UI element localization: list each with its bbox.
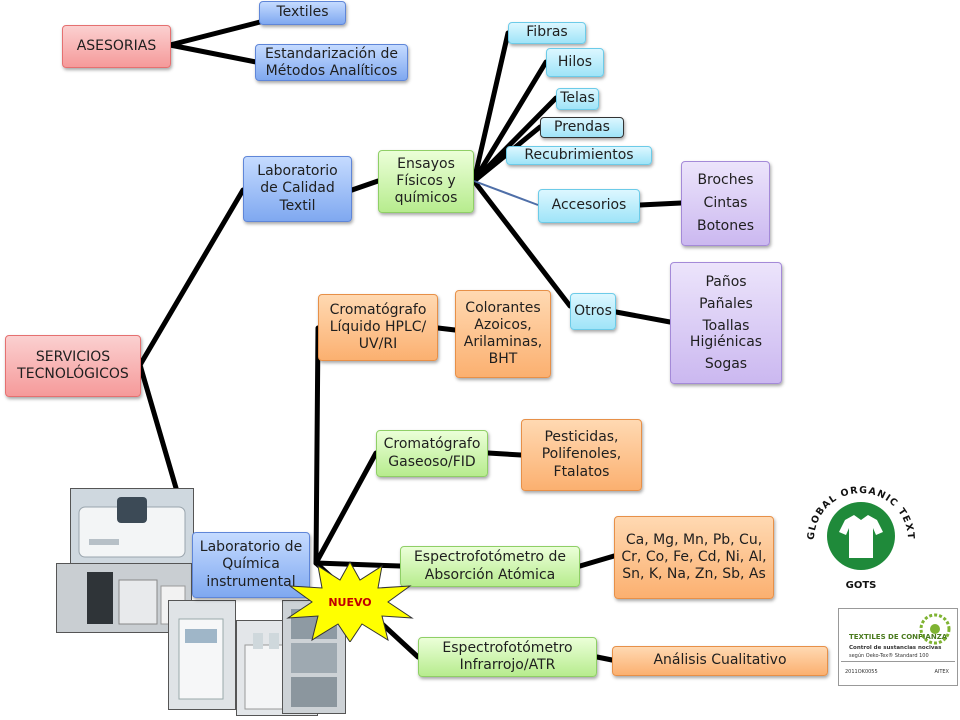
broches-item: Broches <box>697 171 754 188</box>
textiles-node: Textiles <box>259 1 346 25</box>
otros-list: Paños Pañales Toallas Higiénicas Sogas <box>670 262 782 384</box>
asesorias-node: ASESORIAS <box>62 25 171 68</box>
nuevo-label: NUEVO <box>328 596 371 609</box>
prendas-node: Prendas <box>540 117 624 138</box>
nuevo-starburst: NUEVO <box>286 560 414 642</box>
otros-node: Otros <box>570 293 616 330</box>
ensayos-node: Ensayos Físicos y químicos <box>378 150 474 213</box>
toallas-item: Toallas Higiénicas <box>689 317 763 351</box>
oeko-tex-logo: TEXTILES DE CONFIANZA Control de sustanc… <box>838 608 958 686</box>
gots-logo: GLOBAL ORGANIC TEXTILE STANDARD GOTS <box>798 470 915 591</box>
instrument-photo-2 <box>56 563 192 633</box>
servicios-tecnologicos-node: SERVICIOS TECNOLÓGICOS <box>5 335 141 397</box>
accesorios-list: Broches Cintas Botones <box>681 161 770 246</box>
gots-label: GOTS <box>846 580 877 591</box>
lab-calidad-textil-node: Laboratorio de Calidad Textil <box>243 156 352 222</box>
panales-item: Pañales <box>699 295 753 312</box>
infrarrojo-node: Espectrofotómetro Infrarrojo/ATR <box>418 637 597 677</box>
absorcion-node: Espectrofotómetro de Absorción Atómica <box>400 546 580 587</box>
botones-item: Botones <box>696 218 754 235</box>
oeko-title: TEXTILES DE CONFIANZA <box>849 633 948 641</box>
hilos-node: Hilos <box>546 48 604 77</box>
fibras-node: Fibras <box>508 22 586 44</box>
instrument-photo-1 <box>70 488 194 572</box>
analisis-cualitativo-node: Análisis Cualitativo <box>612 646 828 676</box>
oeko-subtitle: Control de sustancias nocivas <box>849 645 942 651</box>
colorantes-node: Colorantes Azoicos, Arilaminas, BHT <box>455 290 551 378</box>
oeko-code: 2011OK0055 <box>845 669 878 675</box>
estandarizacion-node: Estandarización de Métodos Analíticos <box>255 44 408 81</box>
oeko-standard: según Oeko-Tex® Standard 100 <box>849 652 929 659</box>
panos-item: Paños <box>705 273 747 290</box>
cintas-item: Cintas <box>703 194 748 211</box>
telas-node: Telas <box>556 88 599 110</box>
accesorios-node: Accesorios <box>538 189 640 223</box>
oeko-org: AITEX <box>934 669 949 675</box>
hplc-node: Cromatógrafo Líquido HPLC/ UV/RI <box>318 294 438 361</box>
metales-node: Ca, Mg, Mn, Pb, Cu, Cr, Co, Fe, Cd, Ni, … <box>614 516 774 599</box>
gaseoso-node: Cromatógrafo Gaseoso/FID <box>376 430 488 477</box>
instrument-photo-3 <box>168 600 236 710</box>
recubrimientos-node: Recubrimientos <box>506 146 652 165</box>
pesticidas-node: Pesticidas, Polifenoles, Ftalatos <box>521 419 642 491</box>
sogas-item: Sogas <box>704 356 748 373</box>
lab-quimica-node: Laboratorio de Química instrumental <box>192 532 310 598</box>
